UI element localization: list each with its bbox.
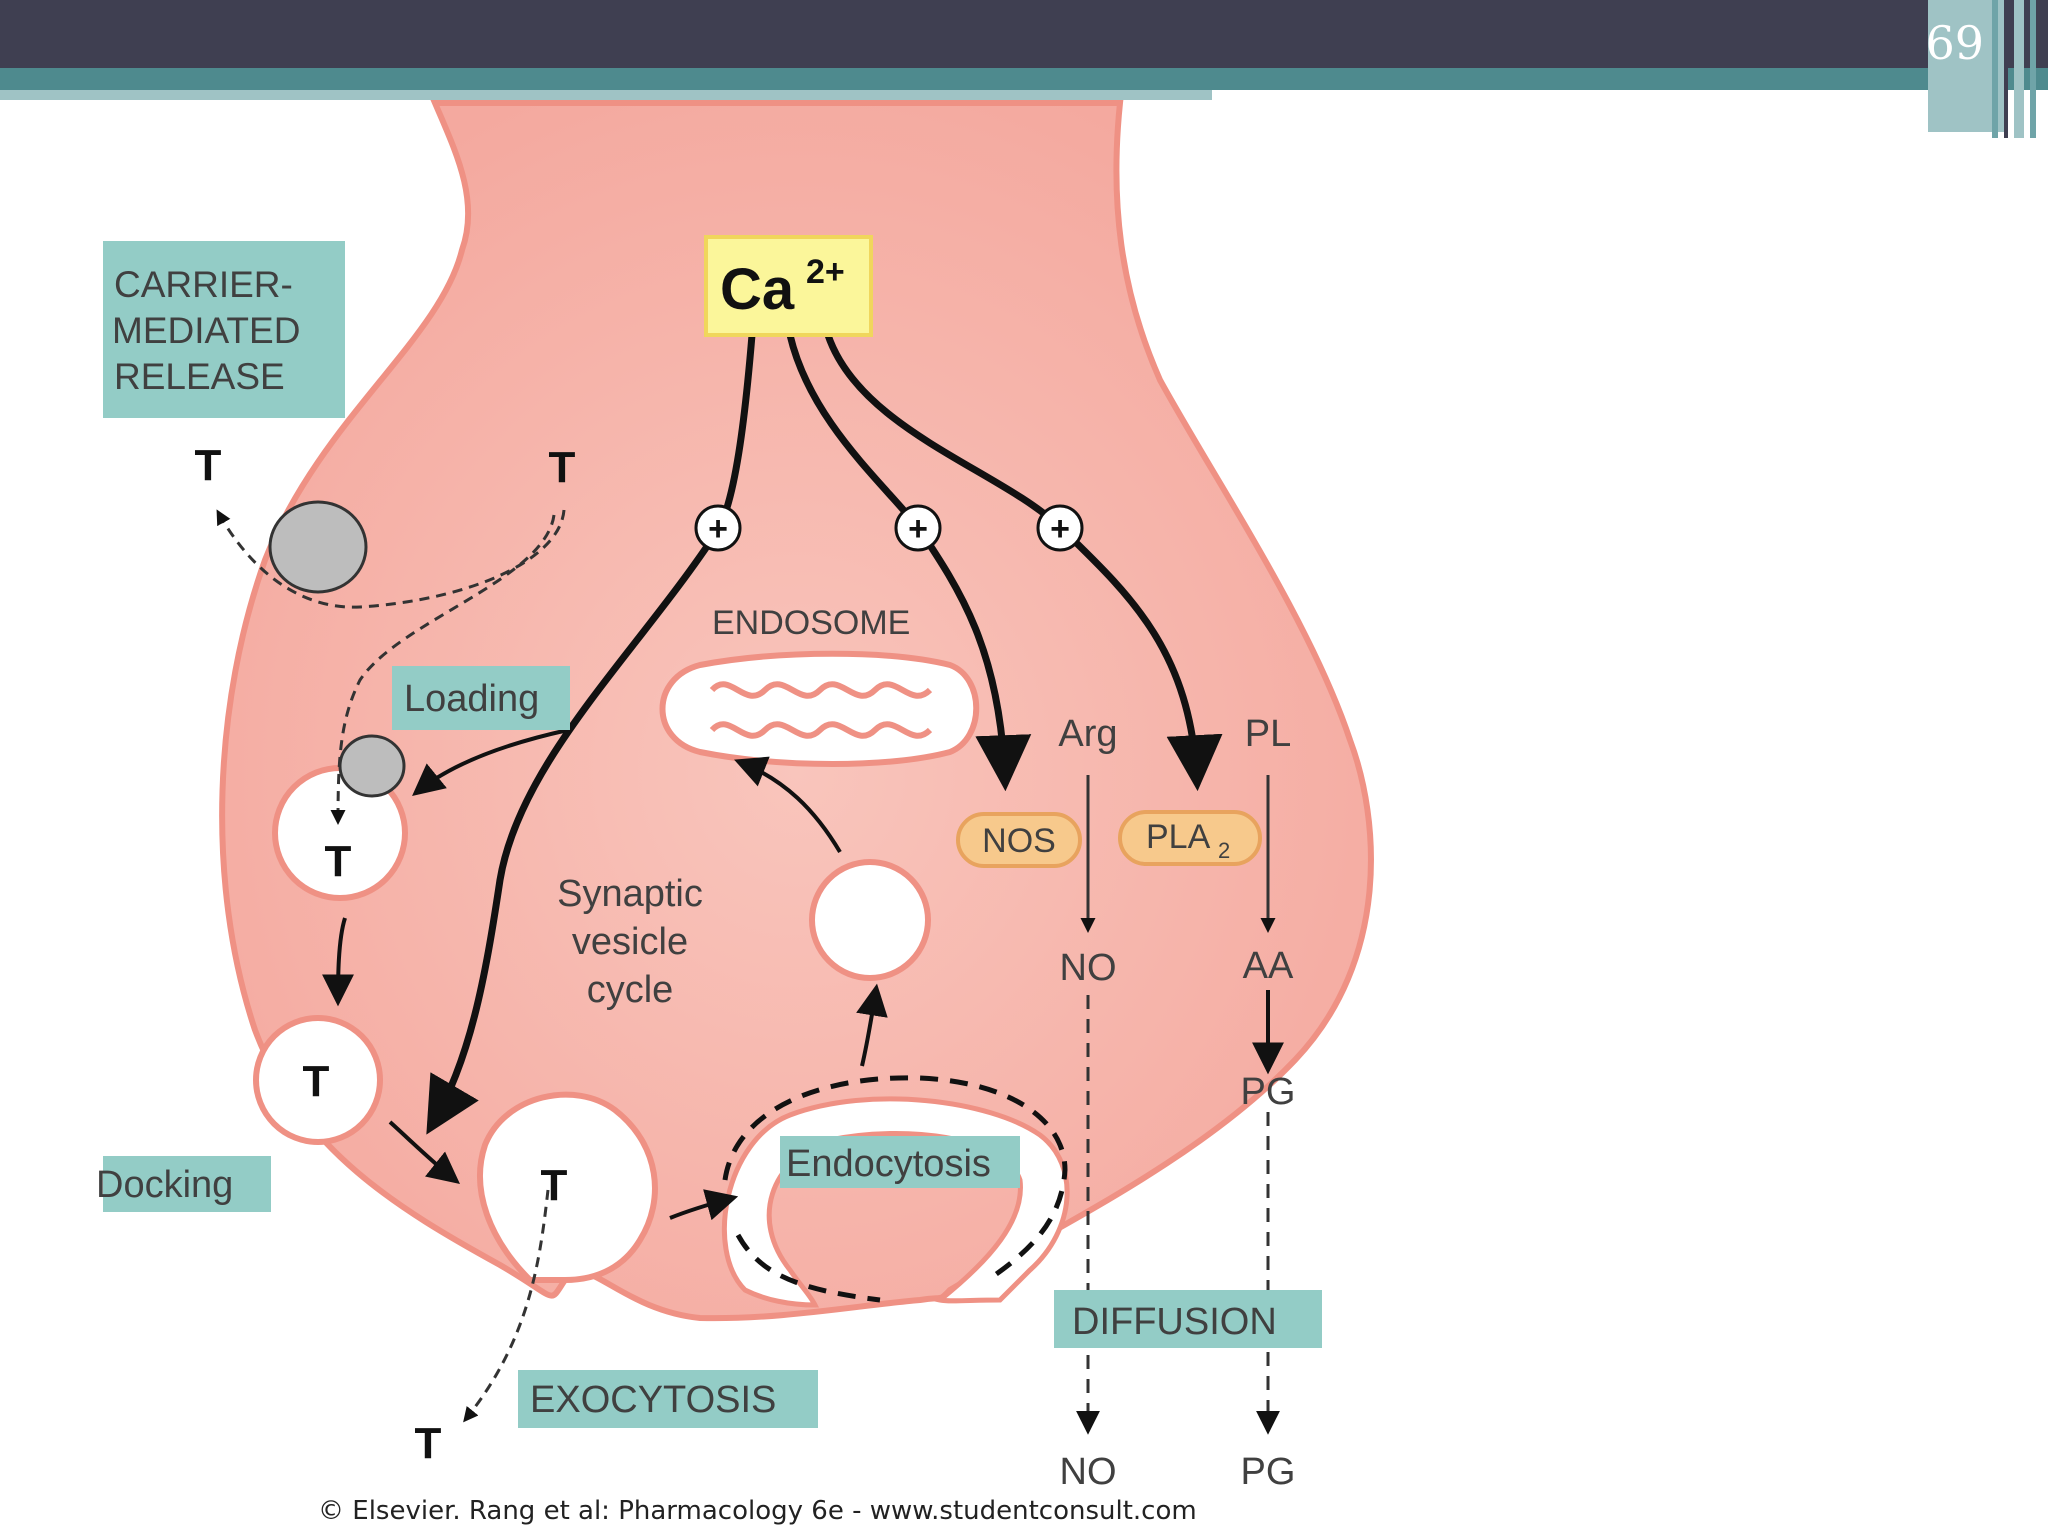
endosome-cristae-bottom <box>709 721 933 739</box>
svg-text:+: + <box>1050 510 1070 548</box>
pg-extracellular-label: PG <box>1241 1451 1296 1493</box>
to-endosome-arrow <box>734 756 842 854</box>
to-endocytosis-arrow <box>669 1189 739 1221</box>
nos-enzyme: NOS <box>956 812 1082 868</box>
corner-decoration-bar <box>2014 0 2024 138</box>
title-bar <box>0 0 2048 68</box>
pla2-enzyme: PLA 2 <box>1118 810 1262 866</box>
svg-text:RELEASE: RELEASE <box>114 356 285 397</box>
svg-text:MEDIATED: MEDIATED <box>112 310 300 351</box>
pl-label: PL <box>1245 713 1291 755</box>
docked-vesicle <box>253 1015 383 1145</box>
loading-arrow <box>412 728 569 797</box>
aa-label: AA <box>1243 945 1294 987</box>
exocytosis-vesicle <box>477 1091 658 1283</box>
transmitter-label: T <box>325 837 352 886</box>
pg-intracellular-label: PG <box>1241 1071 1296 1113</box>
svg-text:NOS: NOS <box>982 822 1056 860</box>
svg-text:2: 2 <box>1218 838 1230 863</box>
svg-text:CARRIER-: CARRIER- <box>114 264 293 305</box>
corner-decoration-bar <box>1992 0 1998 138</box>
synaptic-vesicle-cycle-label: cycle <box>587 969 674 1011</box>
svg-text:Endocytosis: Endocytosis <box>786 1143 991 1185</box>
calcium-box: Ca 2+ <box>704 235 873 337</box>
synaptic-vesicle-cycle-label: Synaptic <box>557 873 703 915</box>
svg-text:Loading: Loading <box>404 678 539 720</box>
synaptic-vesicle-cycle-label: vesicle <box>572 921 688 963</box>
endosome <box>659 650 980 767</box>
svg-text:+: + <box>908 510 928 548</box>
membrane-carrier <box>268 500 368 594</box>
endocytosis-up-arrow <box>856 983 888 1067</box>
svg-text:EXOCYTOSIS: EXOCYTOSIS <box>530 1379 776 1421</box>
endocytosis-dashed-coat-inner <box>735 1233 881 1303</box>
transmitter-label: T <box>415 1419 442 1468</box>
endosome-label: ENDOSOME <box>712 604 910 642</box>
endocytosis-pit <box>722 1096 1070 1308</box>
transmitter-label: T <box>541 1161 568 1210</box>
plus-marker: + <box>1036 504 1084 552</box>
docking-label: Docking <box>96 1156 271 1212</box>
endocytosis-label: Endocytosis <box>780 1136 1020 1188</box>
carrier-mediated-release-label: CARRIER- MEDIATED RELEASE <box>103 241 345 418</box>
ca-to-exocytosis-path <box>426 334 756 1135</box>
exocytosis-release-path <box>463 1189 550 1423</box>
plus-marker: + <box>894 504 942 552</box>
transmitter-label: T <box>549 443 576 492</box>
svg-text:DIFFUSION: DIFFUSION <box>1072 1301 1277 1343</box>
arg-label: Arg <box>1058 713 1117 755</box>
accent-stripe-light <box>0 90 1212 100</box>
exocytosis-label: EXOCYTOSIS <box>518 1370 818 1428</box>
transmitter-label: T <box>303 1057 330 1106</box>
corner-decoration-bar <box>2004 0 2008 138</box>
svg-text:Docking: Docking <box>96 1164 233 1206</box>
transmitter-label: T <box>195 441 222 490</box>
plus-marker: + <box>694 504 742 552</box>
vesicle-transporter <box>338 734 406 798</box>
svg-text:PLA: PLA <box>1146 818 1211 856</box>
copyright-text: © Elsevier. Rang et al: Pharmacology 6e … <box>318 1496 1197 1526</box>
endocytosis-dashed-coat <box>722 1075 1068 1278</box>
recycled-vesicle <box>809 859 931 981</box>
loading-label: Loading <box>392 666 570 730</box>
svg-text:2+: 2+ <box>806 253 845 291</box>
vesicle-loading-path <box>330 514 556 825</box>
diffusion-label: DIFFUSION <box>1054 1290 1322 1348</box>
to-exocytosis-arrow <box>388 1120 460 1184</box>
carrier-efflux-path <box>216 509 566 609</box>
corner-decoration-bar <box>2030 0 2036 138</box>
slide-number: 69 <box>1925 16 1984 70</box>
to-docking-arrow <box>322 917 355 1007</box>
accent-stripe <box>0 68 2048 90</box>
no-extracellular-label: NO <box>1060 1451 1117 1493</box>
svg-text:+: + <box>708 510 728 548</box>
no-intracellular-label: NO <box>1060 947 1117 989</box>
svg-text:Ca: Ca <box>720 257 795 322</box>
endosome-cristae-top <box>709 681 933 699</box>
